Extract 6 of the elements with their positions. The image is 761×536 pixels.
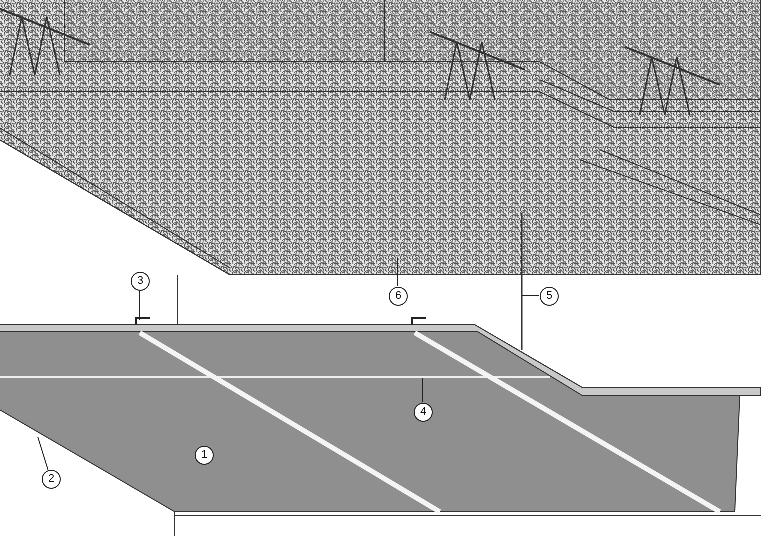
leader-line: [38, 436, 49, 470]
callout-number: 2: [42, 470, 61, 489]
callout-number: 3: [131, 272, 150, 291]
callout-number: 6: [389, 287, 408, 306]
leader-line: [422, 378, 424, 403]
callout-number: 5: [540, 287, 559, 306]
